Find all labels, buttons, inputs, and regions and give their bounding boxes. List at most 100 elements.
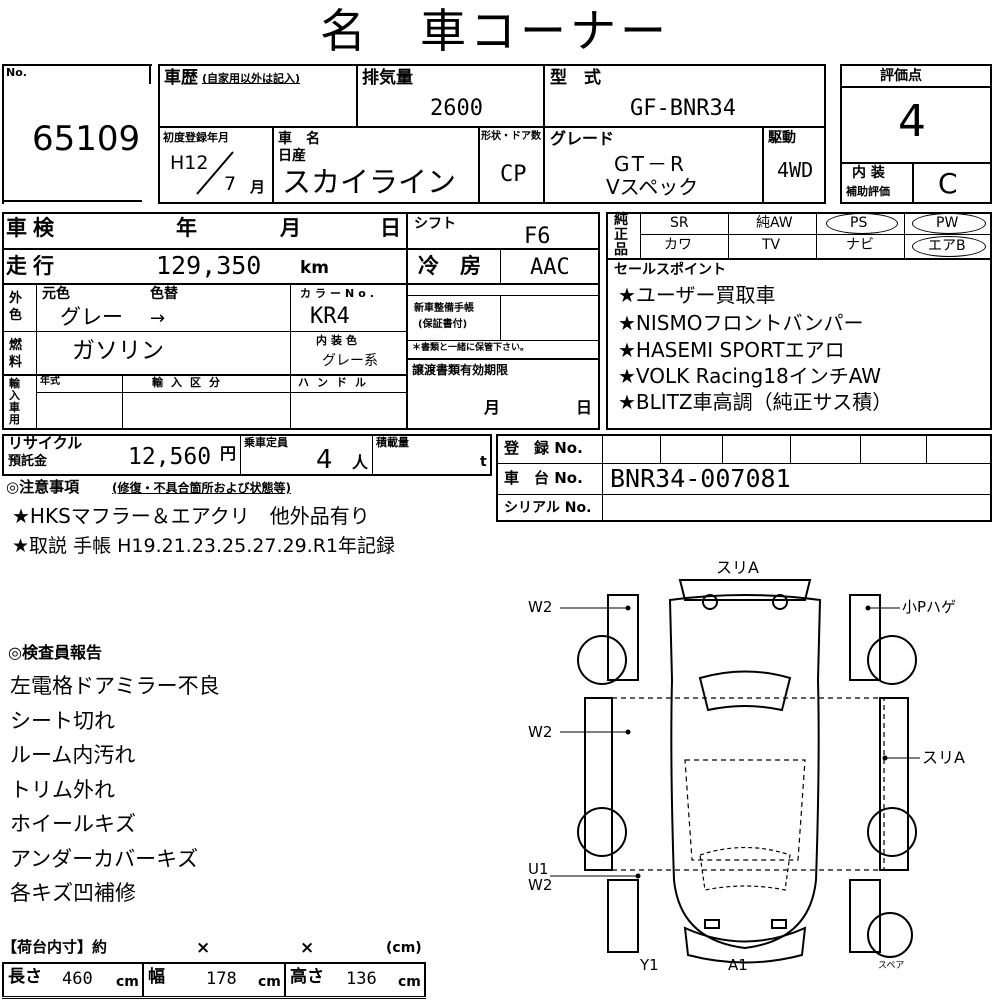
inspector-item-1: 左電格ドアミラー不良 — [10, 674, 220, 698]
inspector-item-5: ホイールキズ — [10, 812, 136, 836]
equipment-aw: 純AW — [756, 215, 793, 231]
load-label: 積載量 — [376, 436, 409, 449]
grade-label: グレード — [550, 129, 615, 148]
interior-value: C — [938, 167, 958, 200]
cargo-x1: × — [196, 938, 211, 958]
load-unit: t — [480, 454, 487, 470]
cargo-width-value: 178 — [206, 969, 237, 989]
equipment-pw: PW — [936, 215, 959, 231]
cargo-height-label: 高さ — [290, 967, 324, 987]
interior-color-label: 内装色 — [316, 334, 361, 347]
car-name-label: 車 名 — [278, 131, 320, 147]
first-reg-label: 初度登録年月 — [163, 131, 229, 144]
cargo-grid — [2, 962, 426, 996]
notes-label: ◎注意事項 — [6, 478, 80, 496]
equipment-pw-circle — [912, 213, 986, 234]
sales-point-2: ★NISMOフロントバンパー — [618, 311, 864, 335]
shaken-month-label: 月 — [280, 216, 301, 240]
cargo-width-unit: cm — [258, 974, 281, 990]
left-rear-wheel — [577, 635, 627, 685]
sales-point-4: ★VOLK Racing18インチAW — [618, 364, 882, 388]
manual-label-1: 新車整備手帳 — [414, 303, 474, 314]
fuel-value: ガソリン — [72, 338, 164, 364]
cargo-height-value: 136 — [346, 969, 377, 989]
sales-point-1: ★ユーザー買取車 — [618, 283, 776, 307]
score-label: 評価点 — [880, 68, 922, 84]
displacement-label: 排気量 — [362, 68, 413, 88]
score-value: 4 — [898, 96, 926, 147]
recycle-value: 12,560 — [128, 444, 212, 470]
first-reg-month: 7 — [224, 173, 237, 195]
mileage-value: 129,350 — [156, 251, 262, 280]
recycle-unit: 円 — [220, 444, 237, 463]
cabin-inner — [684, 759, 806, 861]
right-doors — [879, 697, 909, 871]
cargo-length-unit: cm — [116, 974, 139, 990]
recycle-box — [2, 434, 492, 476]
exterior-color-side: 外色 — [9, 291, 23, 323]
shaken-label: 車検 — [6, 216, 60, 240]
shaken-day-label: 日 — [380, 216, 401, 240]
manual-note: ＊書類と一緒に保管下さい。 — [412, 343, 530, 353]
drive-label: 駆動 — [768, 130, 796, 146]
diagram-label-left-front: W2 — [528, 598, 553, 616]
diagram-label-bottom-left: Y1 — [640, 956, 659, 974]
maker: 日産 — [278, 148, 306, 164]
diagram-label-spare: スペア — [878, 961, 905, 971]
cargo-unit-label: (cm) — [386, 940, 422, 956]
no-label: No. — [6, 66, 27, 79]
inspector-item-3: ルーム内汚れ — [10, 743, 136, 767]
note-2: ★取説 手帳 H19.21.23.25.27.29.R1年記録 — [12, 535, 395, 557]
color-no-label: カラーNo. — [300, 287, 378, 300]
headlight-left — [704, 919, 720, 929]
recycle-label-1: リサイクル — [8, 434, 83, 452]
ac-label: 冷 房 — [418, 254, 481, 278]
reg-no-label: 登 録 No. — [504, 439, 583, 457]
displacement-value: 2600 — [430, 96, 483, 121]
car-name: スカイライン — [282, 165, 457, 199]
diagram-label-right-mid: スリA — [922, 748, 965, 767]
equipment-ps: PS — [850, 215, 868, 231]
inspector-item-6: アンダーカバーキズ — [10, 847, 199, 871]
mileage-label: 走行 — [6, 254, 60, 278]
page-title: 名 車コーナー — [320, 4, 670, 58]
left-front-fender — [607, 879, 639, 953]
diagram-label-top: スリA — [716, 558, 759, 577]
shift-value: F6 — [524, 224, 551, 249]
diagram-label-bottom-mid: A1 — [728, 956, 748, 974]
orig-color: グレー — [60, 305, 123, 329]
sales-points-label: セールスポイント — [614, 262, 726, 278]
ac-value: AAC — [530, 255, 570, 280]
cargo-x2: × — [300, 938, 315, 958]
cargo-length-value: 460 — [62, 969, 93, 989]
windshield-dashed — [699, 846, 791, 891]
color-no: KR4 — [310, 304, 350, 329]
grade-line1: GT－R — [614, 152, 687, 176]
equipment-sr: SR — [670, 215, 689, 231]
headlight-right — [771, 919, 787, 929]
shaken-year-label: 年 — [176, 216, 197, 240]
equipment-airbag: エアB — [928, 238, 966, 254]
import-class-label: 輸入区分 — [152, 376, 228, 389]
transfer-month: 月 — [484, 398, 501, 417]
equipment-navi: ナビ — [846, 237, 874, 253]
month-unit: 月 — [250, 178, 266, 196]
cargo-label: 【荷台内寸】約 — [2, 938, 108, 956]
mileage-unit: km — [300, 258, 330, 278]
model-value: GF-BNR34 — [630, 96, 736, 121]
spare-tire — [867, 912, 913, 958]
equipment-leather: カワ — [664, 237, 692, 253]
right-front-fender — [849, 879, 881, 953]
left-rear-fender — [607, 594, 639, 681]
notes-sub: (修復・不具合箇所および状態等) — [112, 481, 291, 495]
inspector-label: ◎検査員報告 — [8, 643, 102, 662]
interior-color: グレー系 — [322, 353, 378, 369]
vehicle-info-grid — [158, 64, 826, 204]
inspector-item-2: シート切れ — [10, 709, 115, 733]
equipment-airbag-circle — [912, 236, 986, 257]
tail-light-right — [772, 594, 788, 610]
recolor-arrow: → — [150, 308, 166, 329]
stock-number: 65109 — [32, 119, 141, 159]
car-body-outline — [668, 594, 822, 950]
car-damage-diagram — [550, 579, 920, 964]
